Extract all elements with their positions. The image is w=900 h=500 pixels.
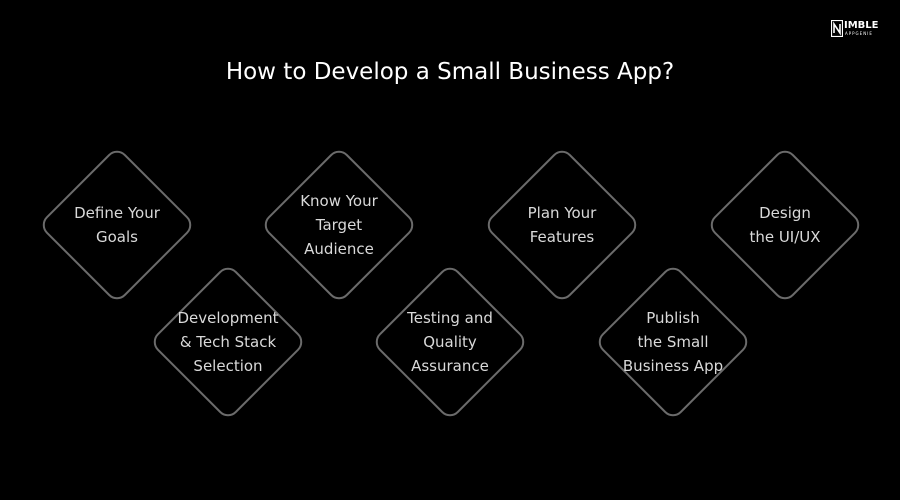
- step-testing: Testing and Quality Assurance: [365, 257, 535, 427]
- step-plan-features: Plan Your Features: [477, 140, 647, 310]
- step-development: Development & Tech Stack Selection: [143, 257, 313, 427]
- step-label: Development & Tech Stack Selection: [177, 309, 279, 375]
- step-define-goals: Define Your Goals: [32, 140, 202, 310]
- step-publish: Publish the Small Business App: [588, 257, 758, 427]
- step-label: Define Your Goals: [74, 204, 160, 246]
- brand-name: IMBLE: [844, 20, 879, 31]
- step-label: Publish the Small Business App: [622, 309, 724, 375]
- step-label: Know Your Target Audience: [300, 192, 378, 258]
- logo-n-icon: [831, 20, 843, 37]
- step-label: Testing and Quality Assurance: [407, 309, 493, 375]
- brand-subtitle: APPGENIE: [845, 31, 873, 36]
- step-label: Plan Your Features: [527, 204, 597, 246]
- step-know-audience: Know Your Target Audience: [254, 140, 424, 310]
- diagram-title: How to Develop a Small Business App?: [225, 59, 675, 85]
- brand-logo: IMBLE APPGENIE: [831, 20, 891, 40]
- step-label: Design the UI/UX: [749, 204, 821, 246]
- step-design-ui: Design the UI/UX: [700, 140, 870, 310]
